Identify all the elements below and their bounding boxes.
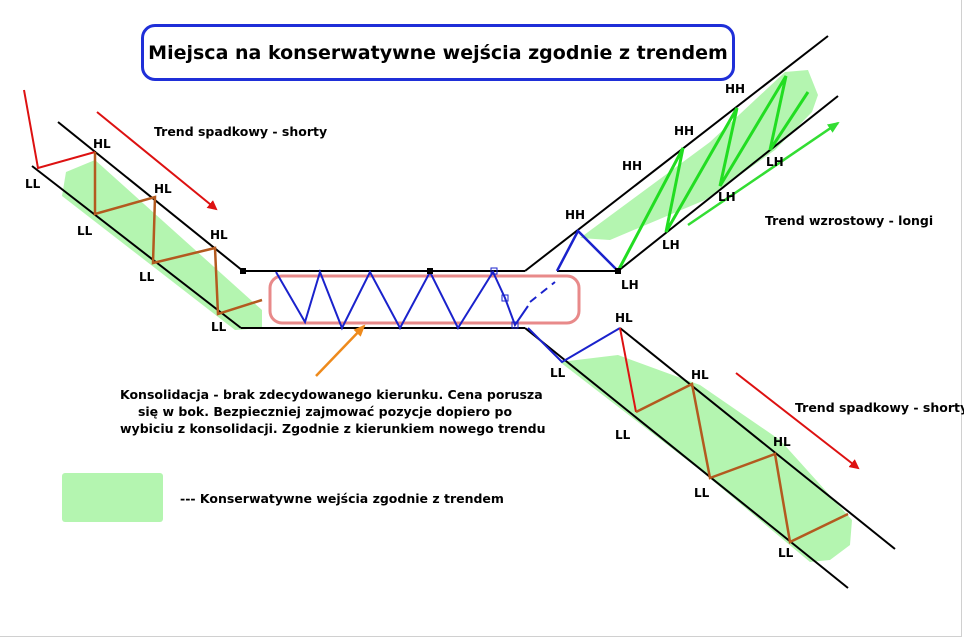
consolidation-breakout-dashed	[529, 281, 556, 303]
point-label-ll: LL	[77, 224, 93, 238]
point-label-hh: HH	[565, 208, 586, 222]
diagram-title: Miejsca na konserwatywne wejścia zgodnie…	[148, 41, 728, 64]
point-label-ll: LL	[211, 320, 227, 334]
point-label-lh: LH	[621, 278, 639, 292]
pivot-marker	[240, 268, 246, 274]
point-label-hh: HH	[674, 124, 695, 138]
pivot-marker	[501, 294, 509, 302]
point-label-hh: HH	[622, 159, 643, 173]
point-label-hl: HL	[615, 311, 633, 325]
downtrend-breakout-blue	[527, 327, 621, 364]
left-lower-channel-line	[31, 165, 242, 329]
pivot-marker	[490, 267, 498, 275]
consolidation-zigzag	[275, 268, 529, 331]
point-label-hh: HH	[725, 82, 746, 96]
point-label-ll: LL	[139, 270, 155, 284]
consolidation-line: się w bok. Bezpieczniej zajmować pozycje…	[137, 404, 513, 419]
right-lower-channel-line	[619, 327, 896, 550]
point-label-lh: LH	[662, 238, 680, 252]
channel-lines	[31, 35, 896, 589]
pivot-marker	[511, 321, 519, 329]
left-downtrend-zigzag	[93, 152, 263, 316]
uptrend-zigzag	[616, 75, 810, 272]
right-downtrend-arrow	[735, 372, 860, 470]
point-label-ll: LL	[25, 177, 41, 191]
title-box: Miejsca na konserwatywne wejścia zgodnie…	[141, 24, 735, 81]
left-upper-channel-line	[57, 121, 244, 272]
up-upper-channel-line	[524, 35, 829, 272]
consolidation-line: Konsolidacja - brak zdecydowanego kierun…	[120, 387, 543, 402]
point-label-lh: LH	[718, 190, 736, 204]
left-downtrend-red-segment	[23, 89, 96, 170]
point-label-hl: HL	[691, 368, 709, 382]
point-label-hl: HL	[210, 228, 228, 242]
point-label-hl: HL	[154, 182, 172, 196]
trend-label-left-downtrend: Trend spadkowy - shorty	[154, 124, 328, 139]
up-lower-channel-line	[617, 95, 839, 272]
consolidation-line: wybiciu z konsolidacji. Zgodnie z kierun…	[120, 421, 546, 436]
right-upper-channel-line	[524, 327, 849, 589]
point-label-ll: LL	[778, 546, 794, 560]
consolidation-highlight	[268, 274, 581, 325]
uptrend-arrow	[687, 121, 840, 227]
right-downtrend-red-segment	[619, 327, 637, 413]
trend-label-uptrend: Trend wzrostowy - longi	[765, 213, 934, 228]
point-label-lh: LH	[766, 155, 784, 169]
point-label-ll: LL	[615, 428, 631, 442]
point-label-ll: LL	[550, 366, 566, 380]
entry-zone-uptrend	[580, 70, 818, 240]
pivot-marker	[615, 268, 621, 274]
right-downtrend-zigzag	[635, 382, 849, 544]
point-label-ll: LL	[694, 486, 710, 500]
left-downtrend-arrow	[96, 111, 218, 211]
point-label-hl: HL	[93, 137, 111, 151]
legend-swatch	[62, 473, 163, 522]
point-label-hl: HL	[773, 435, 791, 449]
consolidation-pointer-arrow	[315, 324, 366, 377]
uptrend-breakout-blue	[555, 228, 619, 272]
trend-label-right-downtrend: Trend spadkowy - shorty	[795, 400, 964, 415]
entry-zone-left-downtrend	[62, 160, 262, 330]
consolidation-description: Konsolidacja - brak zdecydowanego kierun…	[120, 386, 546, 437]
legend-label: --- Konserwatywne wejścia zgodnie z tren…	[180, 491, 504, 506]
pivot-marker	[427, 268, 433, 274]
